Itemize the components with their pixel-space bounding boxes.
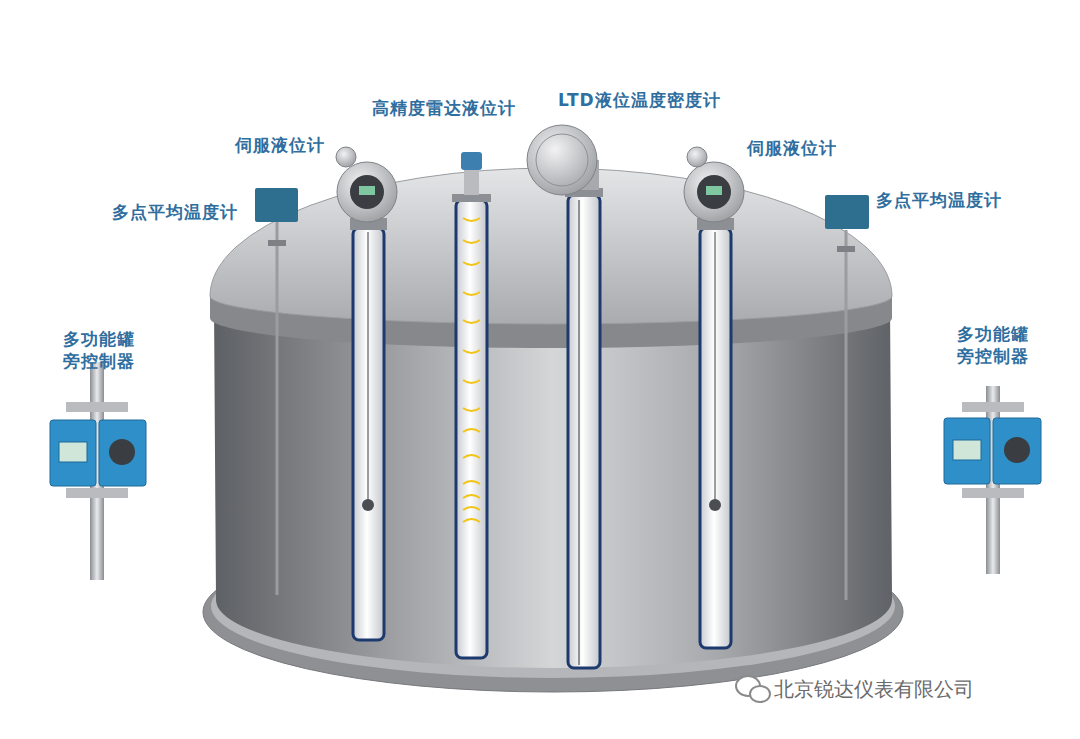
servo-window	[697, 175, 731, 209]
instrument-label: 多点平均温度计	[876, 189, 1002, 211]
servo-gauge	[684, 147, 744, 230]
tank-wall	[214, 305, 892, 668]
instrument-label: 多点平均温度计	[112, 201, 238, 223]
instrument-label: 多功能罐 旁控制器	[56, 328, 142, 372]
ltd-cover	[536, 134, 588, 186]
stilling-well	[353, 228, 384, 640]
controller-box	[99, 420, 146, 486]
temp-flange	[268, 240, 286, 246]
temp-flange	[837, 246, 855, 252]
bracket	[962, 402, 1024, 412]
bracket	[962, 488, 1024, 498]
servo-cap	[687, 147, 707, 167]
radar-waves	[463, 218, 480, 522]
controller	[50, 362, 146, 580]
servo-display	[706, 186, 722, 195]
controller-box	[944, 418, 990, 484]
controller-display	[953, 440, 981, 460]
servo-wire	[714, 232, 716, 500]
temp-probe	[276, 222, 279, 595]
instrument-label: LTD液位温度密度计	[558, 89, 721, 111]
servo-displacer	[709, 499, 721, 511]
watermark: 北京锐达仪表有限公司	[774, 676, 974, 702]
servo-displacer	[362, 499, 374, 511]
flange	[452, 194, 491, 202]
radar-neck	[464, 168, 479, 195]
servo-window	[350, 175, 384, 209]
instrument-label: 多功能罐 旁控制器	[950, 323, 1036, 367]
wechat-icon	[736, 676, 770, 702]
temp-probe	[845, 230, 848, 600]
instrument-label: 伺服液位计	[747, 137, 837, 159]
temp-transmitter	[255, 188, 298, 222]
instrument-label: 伺服液位计	[235, 134, 325, 156]
servo-housing	[684, 162, 744, 222]
controller-window	[109, 439, 135, 465]
stilling-well	[456, 200, 487, 658]
servo-wire	[367, 232, 369, 500]
bracket	[66, 488, 128, 498]
servo-gauge	[336, 147, 397, 230]
radar-housing	[461, 152, 482, 170]
ltd-housing	[527, 125, 597, 195]
bracket	[66, 402, 128, 412]
instrument-label: 高精度雷达液位计	[372, 97, 516, 119]
servo-display	[359, 186, 375, 195]
controller-box	[50, 420, 96, 486]
ltd-probe	[578, 200, 580, 665]
servo-cap	[336, 147, 356, 167]
controller	[944, 386, 1041, 574]
radar-gauge	[452, 152, 491, 202]
controller-display	[59, 442, 87, 462]
controller-window	[1004, 437, 1030, 463]
controller-box	[993, 418, 1041, 484]
servo-housing	[337, 162, 397, 222]
stilling-well	[568, 195, 600, 668]
stilling-well	[700, 228, 731, 648]
ltd-gauge	[527, 125, 603, 197]
temp-transmitter	[825, 195, 869, 229]
